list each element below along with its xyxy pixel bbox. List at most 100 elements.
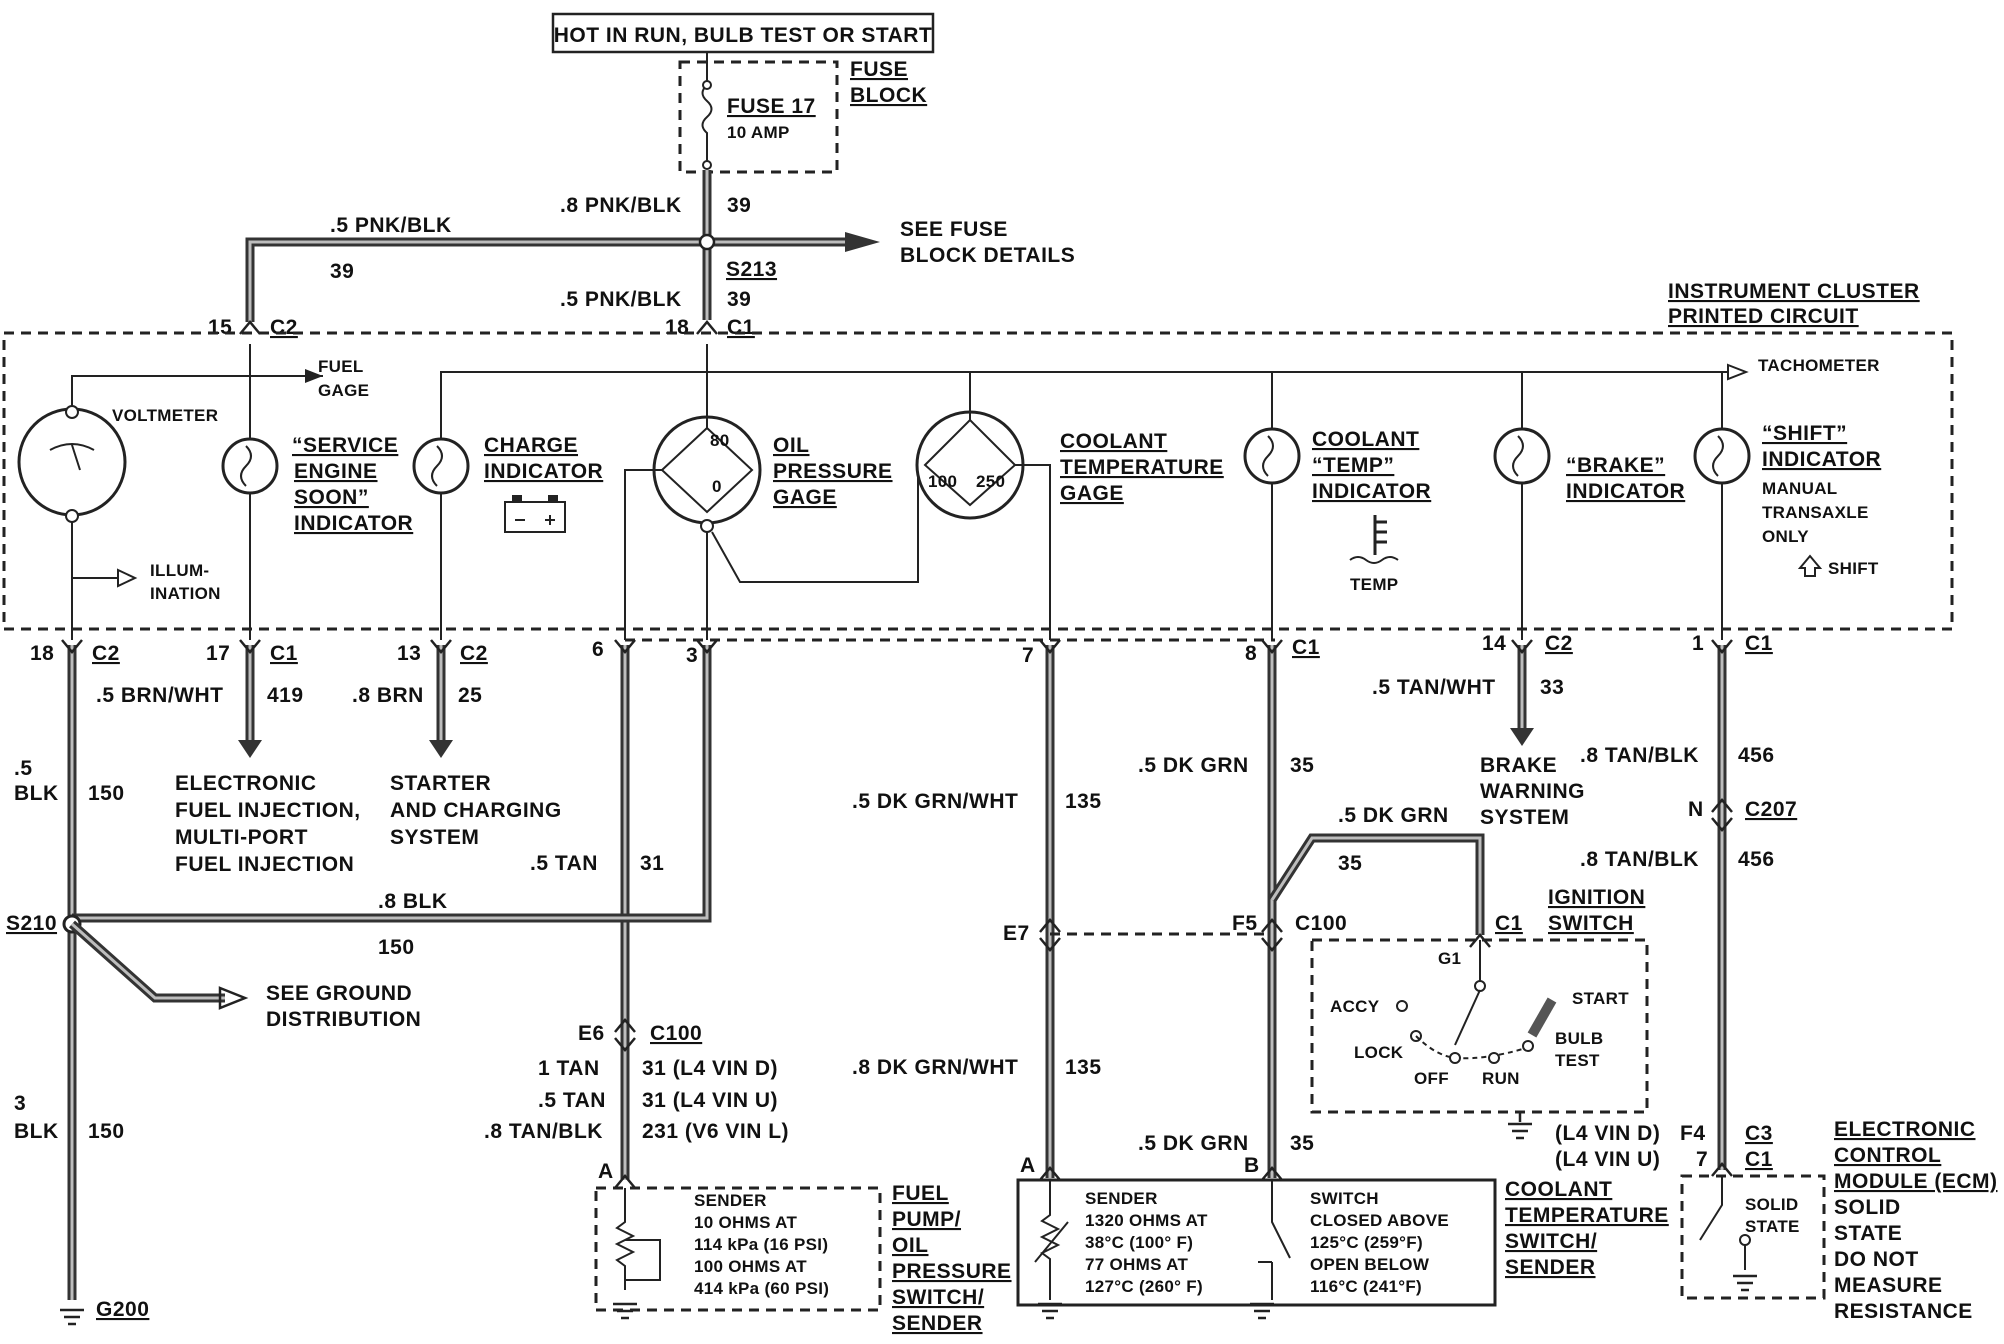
- ecm-f4: F4: [1680, 1122, 1706, 1145]
- temp-250: 250: [976, 472, 1005, 491]
- charge-lamp-icon: [412, 437, 470, 495]
- coolant-lamp-icon: [1243, 427, 1301, 485]
- oil-1: OIL: [773, 434, 810, 457]
- conn-14: C2: [1545, 632, 1573, 655]
- ign-off-term: [1449, 1052, 1461, 1064]
- tan5: .5 TAN: [530, 852, 598, 875]
- coolant-sender-ground-icon: [1038, 1302, 1274, 1320]
- coolant-gage-3: GAGE: [1060, 482, 1124, 505]
- shift-filament: [1712, 435, 1724, 477]
- coolant-ind-1: COOLANT: [1312, 428, 1419, 451]
- pin-13: 13: [397, 642, 421, 665]
- shift-4: TRANSAXLE: [1762, 503, 1869, 522]
- ecm-title-1: ELECTRONIC: [1834, 1118, 1976, 1141]
- coolant-filament: [1262, 435, 1274, 477]
- dkgrnwht8: .8 DK GRN/WHT: [852, 1056, 1018, 1079]
- ecm-title-6: DO NOT: [1834, 1248, 1919, 1271]
- ecm-c3: C3: [1745, 1122, 1773, 1145]
- see-fuse-arrow: [845, 232, 880, 252]
- coolant-switch-2: CLOSED ABOVE: [1310, 1211, 1449, 1230]
- ecm-c1: C1: [1745, 1148, 1773, 1171]
- c207: C207: [1745, 798, 1797, 821]
- splice-s213-label: S213: [726, 258, 777, 281]
- voltmeter-gauge: [17, 407, 127, 517]
- conn-8: C1: [1292, 636, 1320, 659]
- oil-sender-pin-a: A: [598, 1160, 614, 1183]
- ecm-title-7: MEASURE: [1834, 1274, 1943, 1297]
- oil-sender-title-2: PUMP/: [892, 1208, 961, 1231]
- splice-s213: [698, 233, 716, 251]
- c33: 33: [1540, 676, 1564, 699]
- ign-pivot: [1474, 980, 1486, 992]
- c150b: 150: [378, 936, 415, 959]
- ign-bulb-1: BULB: [1555, 1029, 1603, 1048]
- coolant-sender-4: 77 OHMS AT: [1085, 1255, 1188, 1274]
- fuse-block-label-2: BLOCK: [850, 84, 927, 107]
- hot-label-box: [551, 12, 935, 54]
- fuel-gage-2: GAGE: [318, 381, 369, 400]
- pin-6: 6: [592, 638, 604, 661]
- coolant-gage-2: TEMPERATURE: [1060, 456, 1224, 479]
- cluster-title-1: INSTRUMENT CLUSTER: [1668, 280, 1920, 303]
- coolant-temp-gauge: [915, 410, 1025, 520]
- c35b: 35: [1338, 852, 1362, 875]
- oil-sender-ground-icon: [613, 1302, 637, 1320]
- oil-term-bottom: [700, 519, 714, 533]
- ign-accy-term: [1396, 1000, 1408, 1012]
- tanwht: .5 TAN/WHT: [1372, 676, 1496, 699]
- tan1: 1 TAN: [538, 1057, 600, 1080]
- tachometer-label: TACHOMETER: [1758, 356, 1880, 375]
- pin-17: 17: [206, 642, 230, 665]
- ecm-box: [1680, 1174, 1826, 1300]
- oil-sender-resistor: [614, 1188, 661, 1290]
- ignition-ground-icon: [1508, 1112, 1532, 1140]
- wire-39c: 39: [727, 288, 751, 311]
- ecm-p7: 7: [1696, 1148, 1708, 1171]
- coolant-sender-pin-a: A: [1020, 1154, 1036, 1177]
- ign-start: START: [1572, 989, 1629, 1008]
- coolant-sender-5: 127°C (260° F): [1085, 1277, 1203, 1296]
- pin-3: 3: [686, 644, 698, 667]
- c456a: 456: [1738, 744, 1775, 767]
- coolant-switch-3: 125°C (259°F): [1310, 1233, 1423, 1252]
- conn-1: C1: [1745, 632, 1773, 655]
- ground-dist-arrow: [218, 986, 249, 1010]
- ignition-switch-box: [1310, 938, 1649, 1114]
- fuse-terminal-bottom: [702, 160, 712, 170]
- see-fuse-1: SEE FUSE: [900, 218, 1008, 241]
- ign-run-term: [1488, 1052, 1500, 1064]
- blk8: .8 BLK: [378, 890, 448, 913]
- ign-off: OFF: [1414, 1069, 1449, 1088]
- shift-3: MANUAL: [1762, 479, 1837, 498]
- brake-2: INDICATOR: [1566, 480, 1685, 503]
- fuse-block-box: [678, 60, 839, 174]
- ecm-title-8: RESISTANCE: [1834, 1300, 1973, 1323]
- bws-2: WARNING: [1480, 780, 1585, 803]
- oil-3: GAGE: [773, 486, 837, 509]
- cluster-bus-left: [71, 344, 251, 420]
- ses-3: SOON”: [294, 486, 369, 509]
- brake-filament: [1512, 435, 1524, 477]
- temp-symbol: TEMP: [1350, 575, 1398, 594]
- coolant-sender-title-3: SWITCH/: [1505, 1230, 1597, 1253]
- pin-1: 1: [1692, 632, 1704, 655]
- brnwht: .5 BRN/WHT: [96, 684, 224, 707]
- coolant-sender-2: 1320 OHMS AT: [1085, 1211, 1208, 1230]
- see-ground-2: DISTRIBUTION: [266, 1008, 421, 1031]
- coolant-gage-1: COOLANT: [1060, 430, 1167, 453]
- g200: G200: [96, 1298, 149, 1321]
- pin-14: 14: [1482, 632, 1506, 655]
- wire-5pnkblk-left: .5 PNK/BLK: [330, 214, 452, 237]
- ign-lock: LOCK: [1354, 1043, 1404, 1062]
- coolant-sender-1: SENDER: [1085, 1189, 1158, 1208]
- s210: S210: [6, 912, 57, 935]
- ses-2: ENGINE: [294, 460, 378, 483]
- voltmeter-label: VOLTMETER: [112, 406, 218, 425]
- voltmeter-term-bottom: [65, 509, 79, 523]
- ign-bulb-2: TEST: [1555, 1051, 1600, 1070]
- brn: .8 BRN: [352, 684, 424, 707]
- coolant-switch-4: OPEN BELOW: [1310, 1255, 1430, 1274]
- blk-5a: .5: [14, 757, 33, 780]
- c31-d: 31 (L4 VIN D): [642, 1057, 778, 1080]
- coolant-bridge: [923, 372, 1051, 640]
